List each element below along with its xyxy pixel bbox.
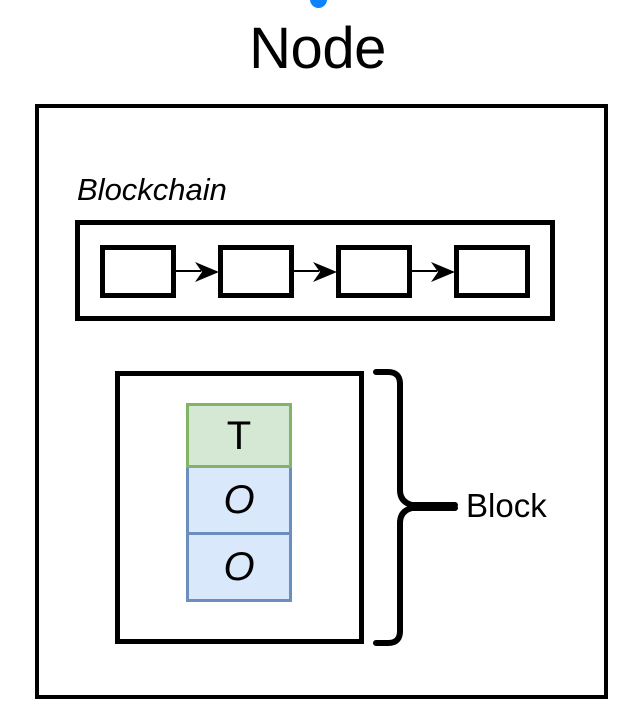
block-cell-stack: T O O <box>186 403 292 602</box>
block-cell-transaction: T <box>186 403 292 468</box>
block-bracket-label: Block <box>466 487 547 524</box>
block-cell-operation: O <box>186 468 292 535</box>
chain-block <box>100 245 176 298</box>
arrow-right-icon <box>293 262 337 282</box>
arrow-right-icon <box>175 262 219 282</box>
chain-block <box>336 245 412 298</box>
chain-block <box>218 245 294 298</box>
blockchain-label: Blockchain <box>77 172 227 207</box>
block-cell-operation: O <box>186 535 292 602</box>
blue-dot-icon <box>310 0 327 8</box>
curly-brace-right-icon <box>373 369 458 646</box>
arrow-right-icon <box>411 262 455 282</box>
page-title: Node <box>249 16 386 81</box>
chain-block <box>454 245 530 298</box>
